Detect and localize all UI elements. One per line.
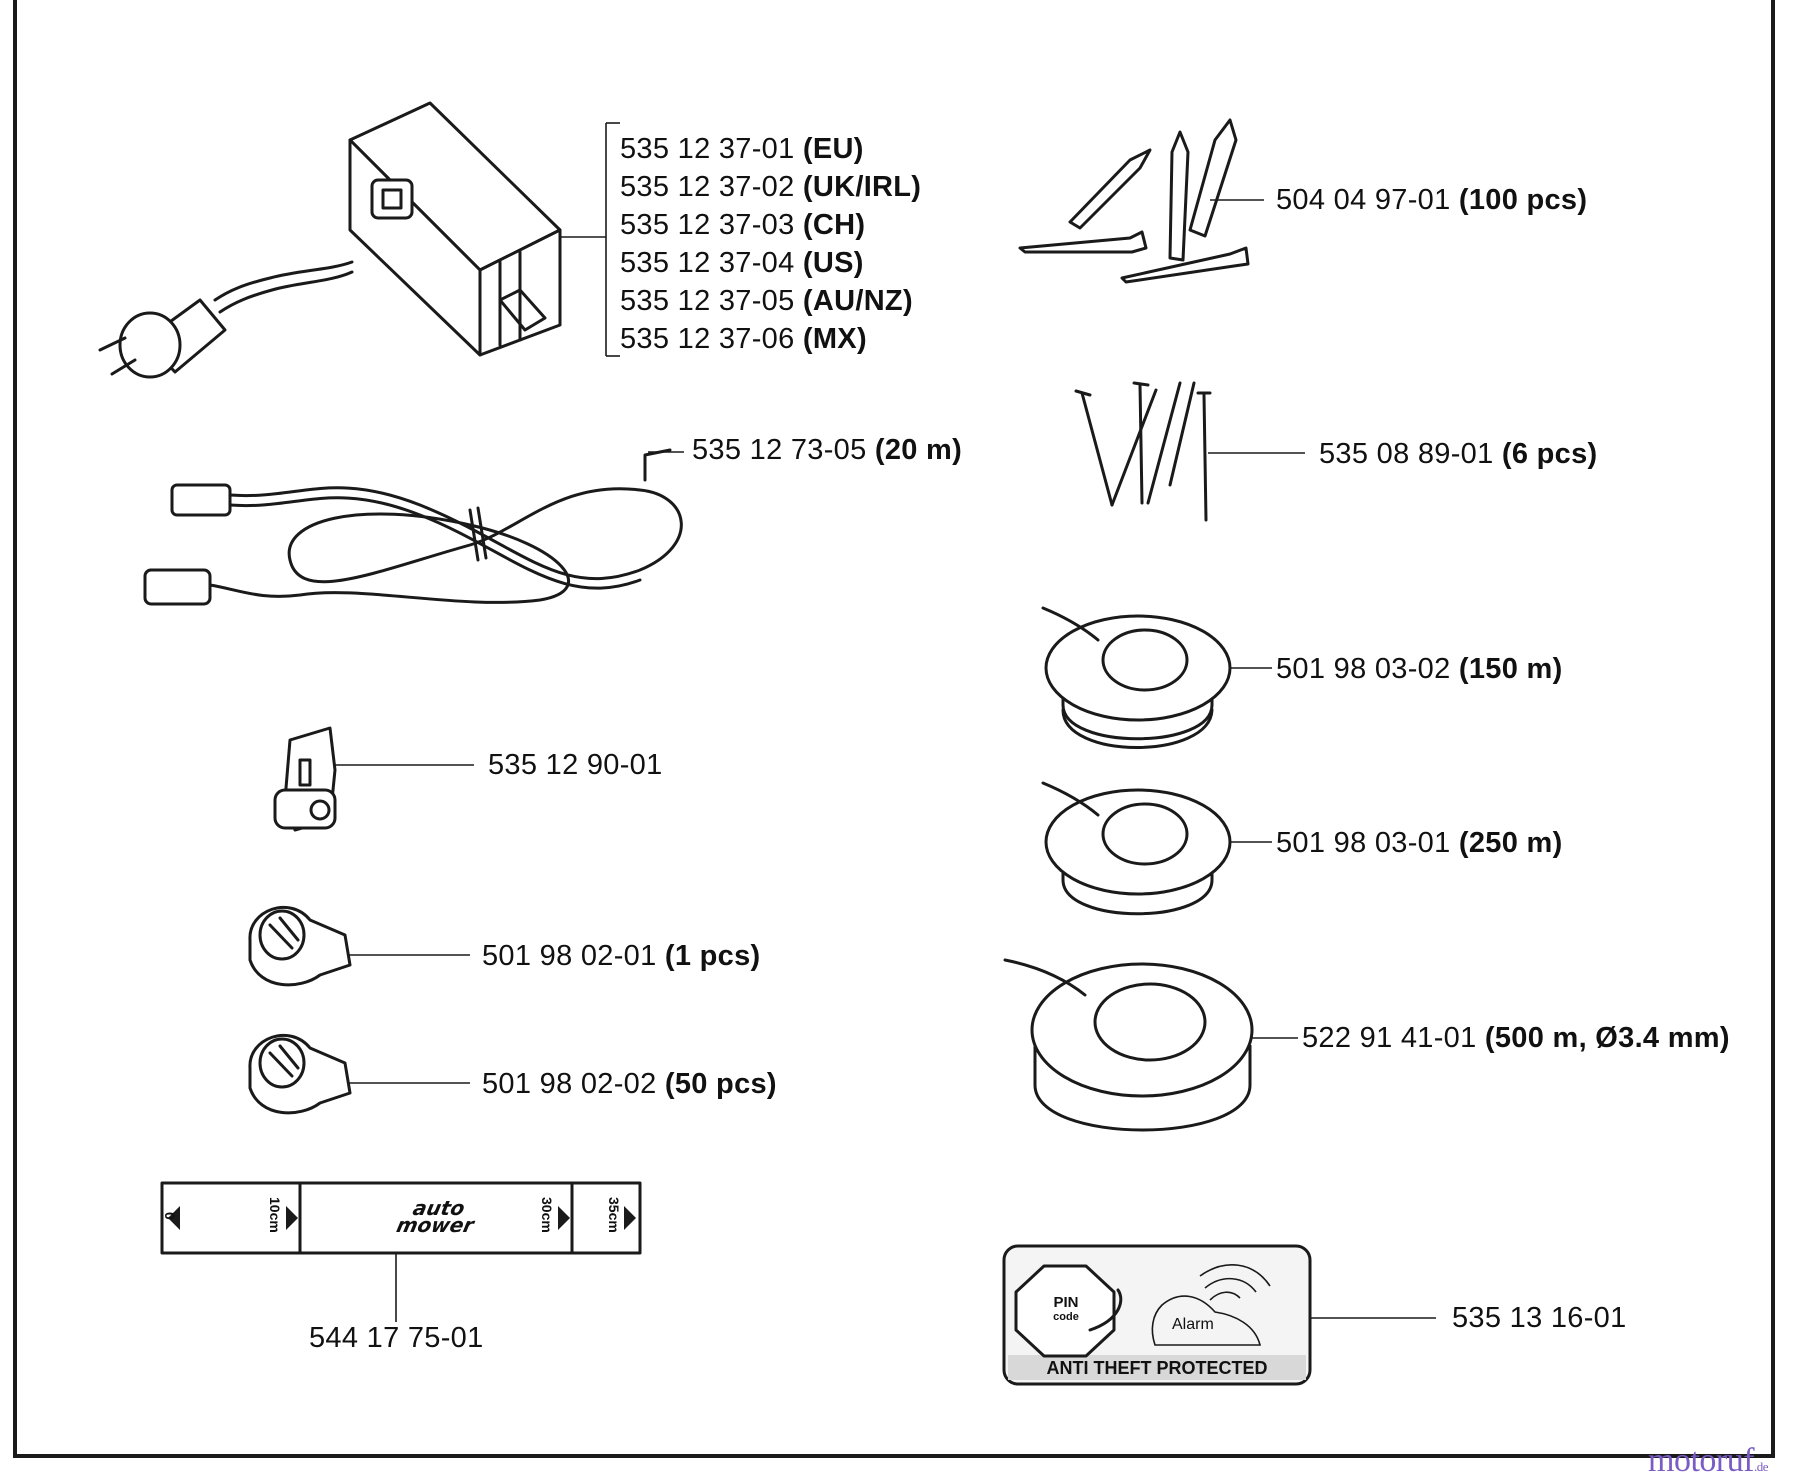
connector-single-illustration	[248, 905, 352, 987]
connector-pack-part-label: 501 98 02-02 (50 pcs)	[482, 1068, 777, 1100]
transformer-part-list: 535 12 37-01 (EU) 535 12 37-02 (UK/IRL) …	[620, 130, 921, 358]
transformer-part-row: 535 12 37-04 (US)	[620, 247, 864, 279]
watermark-logo: motoruf.de	[1648, 1442, 1769, 1479]
ruler-brand-logo: auto mower	[394, 1196, 477, 1237]
transformer-part-row: 535 12 37-03 (CH)	[620, 209, 866, 241]
connector-pack-illustration	[248, 1033, 352, 1115]
ruler-mark-0: 0	[162, 1212, 178, 1220]
transformer-part-row: 535 12 37-01 (EU)	[620, 133, 864, 165]
wire-reel-500-illustration	[1003, 958, 1254, 1132]
transformer-leader-bracket	[560, 122, 620, 357]
transformer-part-row: 535 12 37-06 (MX)	[620, 323, 867, 355]
transformer-part-row: 535 12 37-02 (UK/IRL)	[620, 171, 922, 203]
cable-illustration	[143, 448, 683, 606]
connector-single-part-label: 501 98 02-01 (1 pcs)	[482, 940, 761, 972]
antitheft-part-label: 535 13 16-01	[1452, 1302, 1627, 1334]
wire-reel-150-illustration	[1041, 606, 1232, 749]
ruler-mark-35: 35cm	[606, 1197, 622, 1233]
ruler-mark-30: 30cm	[539, 1197, 555, 1233]
ruler-illustration	[160, 1181, 642, 1255]
transformer-illustration	[98, 101, 562, 379]
diagram-frame	[13, 0, 1775, 1458]
coupler-illustration	[273, 726, 337, 832]
nails-part-label: 535 08 89-01 (6 pcs)	[1319, 438, 1598, 470]
nails-illustration	[1074, 381, 1212, 522]
wire-reel-500-part-label: 522 91 41-01 (500 m, Ø3.4 mm)	[1302, 1022, 1730, 1054]
sticker-pin-text: PIN code	[1053, 1294, 1079, 1323]
wire-reel-150-part-label: 501 98 03-02 (150 m)	[1276, 653, 1563, 685]
ruler-mark-10: 10cm	[267, 1197, 283, 1233]
sticker-alarm-text: Alarm	[1172, 1316, 1214, 1333]
antitheft-sticker-illustration	[1002, 1244, 1312, 1386]
pegs-illustration	[1018, 118, 1250, 284]
wire-reel-250-part-label: 501 98 03-01 (250 m)	[1276, 827, 1563, 859]
cable-part-label: 535 12 73-05 (20 m)	[692, 434, 963, 466]
transformer-part-row: 535 12 37-05 (AU/NZ)	[620, 285, 913, 317]
sticker-caption: ANTI THEFT PROTECTED	[1046, 1358, 1268, 1378]
pegs-part-label: 504 04 97-01 (100 pcs)	[1276, 184, 1588, 216]
ruler-part-label: 544 17 75-01	[309, 1322, 484, 1354]
wire-reel-250-illustration	[1041, 781, 1232, 916]
coupler-part-label: 535 12 90-01	[488, 749, 663, 781]
